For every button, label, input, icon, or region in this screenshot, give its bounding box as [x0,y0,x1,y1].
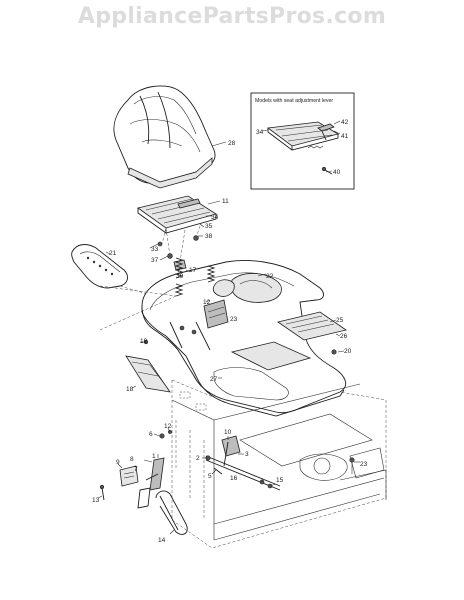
callout-15: 15 [276,477,284,484]
callout-19: 19 [140,338,148,345]
callout-7: 7 [134,466,138,473]
callout-6: 6 [149,431,153,438]
callout-16: 16 [230,475,238,482]
callout-23b: 23 [360,461,368,468]
callout-2: 2 [196,455,200,462]
inset-callout-42: 42 [341,119,349,126]
callout-26: 26 [340,333,348,340]
inset-callout-40: 40 [333,169,341,176]
callout-22: 22 [266,273,274,280]
seat-assembly [113,85,216,189]
callout-34: 34 [211,214,219,221]
callout-5: 5 [208,473,212,480]
callout-10: 10 [224,429,232,436]
inset-title: Models with seat adjustment lever [255,98,333,104]
callout-13: 13 [92,497,100,504]
callouts: 28 11 34 35 38 33 37 39 21 22 17 12 23 2… [92,140,368,544]
inset-callout-41: 41 [341,133,349,140]
callout-38: 38 [205,233,213,240]
watermark-logo: AppliancePartsPros.com [77,4,387,29]
lower-linkage [99,430,355,535]
callout-14: 14 [158,537,166,544]
seat-pan [137,195,217,234]
seat-springs [99,257,216,331]
decal-panel [125,339,171,393]
callout-39: 39 [176,273,184,280]
callout-8: 8 [130,456,134,463]
callout-3: 3 [245,451,249,458]
callout-21: 21 [109,250,117,257]
inset-callout-34: 34 [256,129,264,136]
callout-12: 12 [203,299,211,306]
callout-18: 18 [126,386,134,393]
callout-17: 17 [189,267,197,274]
callout-23: 23 [230,316,238,323]
callout-11: 11 [222,198,229,205]
callout-33: 33 [151,246,159,253]
fender-body [141,260,347,417]
callout-28: 28 [228,140,236,147]
callout-20: 20 [344,348,352,355]
callout-1: 1 [152,453,156,460]
callout-9: 9 [116,459,120,466]
callout-12b: 12 [164,423,172,430]
inset-seat-adjustment: Models with seat adjustment lever 42 41 … [250,92,355,190]
tractor-frame [171,379,387,549]
callout-27: 27 [210,376,218,383]
callout-35: 35 [205,223,213,230]
callout-37: 37 [151,257,159,264]
callout-25: 25 [336,317,344,324]
